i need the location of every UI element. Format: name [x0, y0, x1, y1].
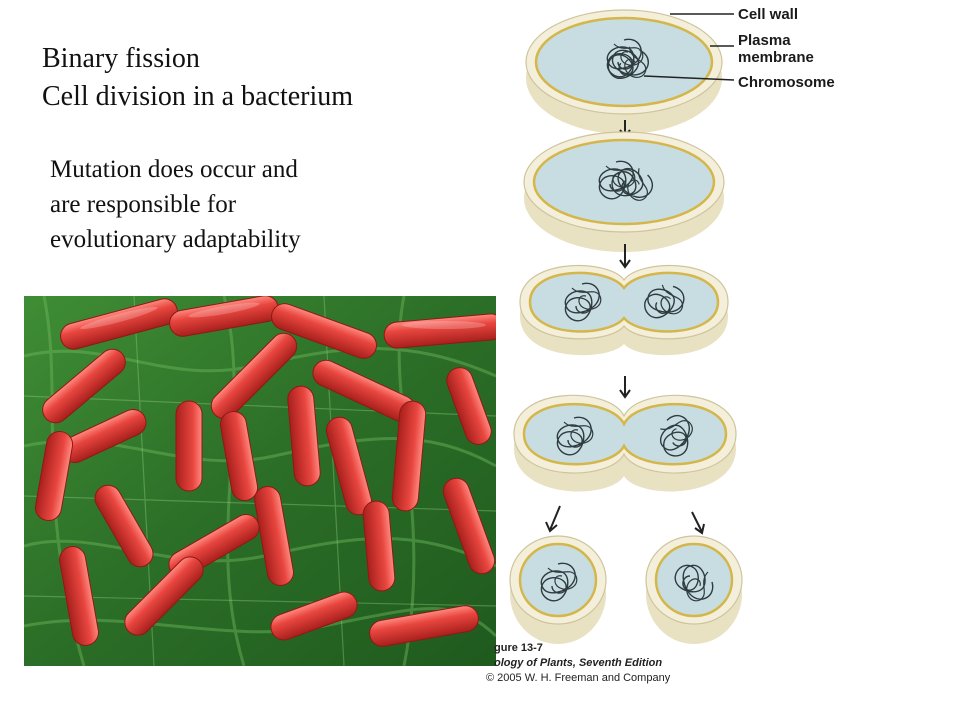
note-line-2: are responsible for: [50, 191, 237, 218]
bacterium: [219, 410, 259, 502]
down-arrow-icon: [545, 505, 561, 533]
note-line-1: Mutation does occur and: [50, 156, 298, 183]
bacterium: [175, 400, 203, 492]
bacterium: [362, 500, 396, 592]
heading-subtitle: Cell division in a bacterium: [42, 81, 354, 112]
bacterium: [383, 313, 496, 349]
micrograph-image: [24, 296, 496, 666]
bacterium: [391, 400, 427, 512]
figure-copyright: © 2005 W. H. Freeman and Company: [486, 672, 671, 684]
label-plasma-membrane-line2: membrane: [738, 49, 814, 66]
leader-line-chromosome: [643, 75, 735, 81]
bacterium: [287, 385, 321, 487]
bacterium: [60, 298, 178, 350]
mutation-note: Mutation does occur and are responsible …: [50, 152, 301, 257]
note-line-3: evolutionary adaptability: [50, 226, 301, 253]
label-chromosome: Chromosome: [738, 74, 835, 91]
down-arrow-icon: [691, 511, 705, 535]
bacterium: [59, 546, 99, 646]
down-arrow-icon: [619, 376, 631, 399]
figure-source: ology of Plants, Seventh Edition: [494, 657, 663, 669]
bacterium: [270, 591, 358, 641]
bacterium: [210, 332, 298, 420]
bacterium: [442, 477, 496, 575]
bacteria-micrograph: [24, 296, 496, 666]
figure-number: gure 13-7: [494, 642, 543, 654]
daughter-cell-left: [509, 535, 607, 644]
slide-heading: Binary fission Cell division in a bacter…: [42, 40, 353, 116]
bacterium: [94, 484, 154, 568]
bacterium: [124, 556, 204, 636]
stage-2-cell: [523, 131, 725, 252]
label-cell-wall: Cell wall: [738, 6, 799, 23]
bacterium: [254, 486, 294, 586]
stage-3-cell: [519, 265, 729, 356]
daughter-cell-right: [645, 535, 743, 644]
bacterium: [446, 367, 492, 445]
bacterium: [325, 416, 373, 516]
stage-1-cell: [525, 9, 723, 134]
stage-4-cell: [513, 394, 737, 492]
bacterium: [271, 303, 377, 359]
bacterium: [42, 348, 126, 424]
label-plasma-membrane: Plasma: [738, 32, 791, 49]
heading-title: Binary fission: [42, 43, 200, 74]
down-arrow-icon: [619, 244, 631, 269]
bacterium: [369, 605, 479, 647]
binary-fission-diagram: [498, 0, 960, 720]
